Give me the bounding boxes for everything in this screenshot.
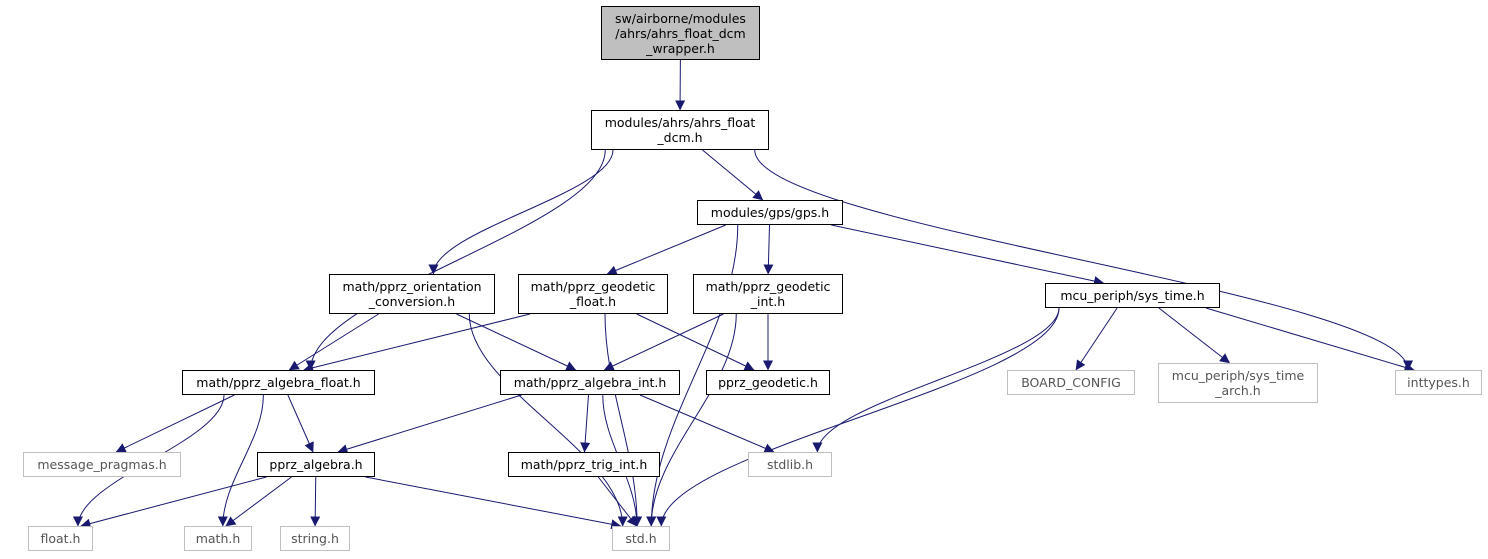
node-pprz-trig-int-h[interactable]: math/pprz_trig_int.h — [508, 452, 660, 477]
edge-systime-to-inttypes — [1205, 307, 1415, 373]
edge-gps-to-systime — [831, 224, 1104, 286]
edge-geofloat-to-algfloat — [303, 313, 531, 373]
node-pprz-geodetic-int-h[interactable]: math/pprz_geodetic _int.h — [693, 274, 843, 314]
node-pprz-algebra-float-h[interactable]: math/pprz_algebra_float.h — [182, 370, 375, 395]
node-message-pragmas-h[interactable]: message_pragmas.h — [23, 452, 181, 477]
edge-orient-to-algfloat — [288, 313, 379, 371]
node-ahrs-float-dcm-wrapper-h[interactable]: sw/airborne/modules /ahrs/ahrs_float_dcm… — [601, 6, 760, 60]
edge-gps-to-geoint — [763, 224, 774, 275]
edge-trigint-to-std — [597, 476, 637, 527]
edge-geofloat-to-std — [604, 313, 643, 527]
edge-algint-to-algebra — [337, 394, 522, 454]
edge-dcm-to-orient — [428, 149, 614, 275]
node-ahrs-float-dcm-h[interactable]: modules/ahrs/ahrs_float _dcm.h — [591, 110, 769, 150]
node-stdlib-h[interactable]: stdlib.h — [748, 452, 832, 477]
edge-algebra-to-std — [365, 476, 622, 530]
node-sys-time-arch-h[interactable]: mcu_periph/sys_time _arch.h — [1158, 363, 1318, 403]
edge-algebra-to-math — [225, 476, 292, 527]
node-pprz-geodetic-h[interactable]: pprz_geodetic.h — [706, 370, 830, 395]
node-gps-h[interactable]: modules/gps/gps.h — [697, 200, 843, 225]
edge-algfloat-to-algebra — [287, 394, 314, 453]
edge-algint-to-trigint — [580, 394, 591, 453]
edge-systime-to-stdlib — [812, 307, 1060, 453]
edge-systime-to-board — [1075, 307, 1118, 371]
node-pprz-orientation-conversion-h[interactable]: math/pprz_orientation _conversion.h — [329, 274, 495, 314]
edge-algint-to-stdlib — [639, 394, 775, 453]
node-board-config[interactable]: BOARD_CONFIG — [1007, 370, 1135, 395]
edge-geofloat-to-geodetic — [636, 313, 755, 371]
node-sys-time-h[interactable]: mcu_periph/sys_time.h — [1045, 283, 1220, 308]
edge-algebra-to-string — [310, 476, 321, 527]
edge-gps-to-std — [646, 224, 739, 527]
edge-orient-to-algint — [456, 313, 577, 371]
edge-gps-to-geofloat — [606, 224, 726, 275]
node-pprz-geodetic-float-h[interactable]: math/pprz_geodetic _float.h — [518, 274, 668, 314]
edge-algebra-to-float — [80, 476, 267, 529]
node-string-h[interactable]: string.h — [280, 526, 350, 551]
node-float-h[interactable]: float.h — [28, 526, 93, 551]
node-math-h[interactable]: math.h — [184, 526, 252, 551]
edge-orient-to-std — [468, 313, 628, 527]
edge-dcm-to-gps — [702, 149, 764, 201]
node-pprz-algebra-h[interactable]: pprz_algebra.h — [257, 452, 375, 477]
edge-dcm-to-inttypes — [754, 149, 1413, 371]
edge-systime-to-std — [656, 307, 1060, 527]
node-std-h[interactable]: std.h — [612, 526, 670, 551]
edge-dcm-to-algfloat — [305, 149, 606, 371]
edge-algfloat-to-math — [217, 394, 264, 527]
edge-systime-to-systimearch — [1158, 307, 1230, 364]
node-pprz-algebra-int-h[interactable]: math/pprz_algebra_int.h — [500, 370, 680, 395]
edge-geoint-to-algint — [603, 313, 724, 371]
node-inttypes-h[interactable]: inttypes.h — [1395, 370, 1482, 395]
edge-algfloat-to-msgprag — [115, 394, 235, 453]
edge-geoint-to-std — [646, 313, 737, 527]
